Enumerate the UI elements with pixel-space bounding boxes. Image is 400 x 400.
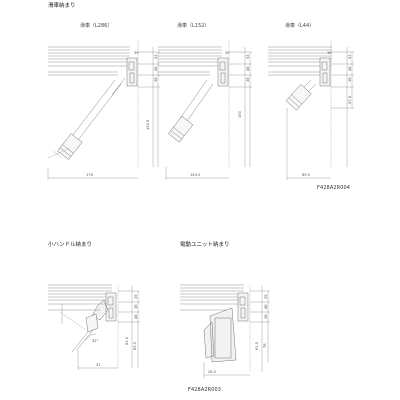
dim-l152-d1: 39 bbox=[225, 51, 230, 55]
section-title-pulley: 滑車納まり bbox=[48, 3, 76, 9]
dim-l152-d4: 53 bbox=[246, 54, 250, 59]
dim-l152-width: 140.5 bbox=[190, 173, 200, 177]
variant-label-l286: 滑車（L286） bbox=[80, 23, 113, 29]
dim-l44-d2: 38 bbox=[348, 77, 352, 82]
dim-handle-width: 31 bbox=[96, 363, 101, 367]
dim-l286-width: 176 bbox=[86, 173, 94, 177]
dim-handle-height2: 83.5 bbox=[133, 342, 137, 350]
dim-handle-d2: 38 bbox=[134, 304, 138, 309]
dim-l286-d3: 48 bbox=[154, 66, 158, 71]
dim-l286-height: 190.5 bbox=[146, 120, 150, 130]
drawing-small-handle bbox=[48, 284, 140, 370]
dim-handle-d1: 39 bbox=[134, 294, 138, 299]
section-title-electric-unit: 電動ユニット納まり bbox=[180, 242, 230, 248]
dim-l44-width: 89.5 bbox=[302, 173, 310, 177]
dim-l44-d1: 39 bbox=[327, 51, 332, 55]
dim-electric-d2: 48 bbox=[264, 304, 268, 309]
dim-l152-height: 190 bbox=[238, 110, 242, 118]
dim-l44-d3: 48 bbox=[348, 66, 352, 71]
dim-l286-d2: 38 bbox=[154, 77, 158, 82]
variant-label-l152: 滑車（L152） bbox=[177, 23, 210, 29]
dim-electric-height2: 76 bbox=[263, 343, 267, 348]
dim-handle-height1: 61.5 bbox=[125, 337, 129, 345]
section-title-small-handle: 小ハンドル納まり bbox=[48, 242, 93, 248]
variant-label-l44: 滑車（L44） bbox=[285, 23, 315, 29]
drawing-pulley-l44 bbox=[268, 40, 354, 180]
dim-handle-d3: 48 bbox=[134, 314, 138, 319]
dim-handle-angle: 32° bbox=[92, 339, 99, 343]
drawing-electric-unit bbox=[180, 284, 270, 378]
dim-electric-width: 28.5 bbox=[208, 370, 216, 374]
drawing-pulley-l286 bbox=[47, 40, 160, 180]
dim-l286-d4: 53 bbox=[154, 54, 158, 59]
drawing-code-bottom: F428A2R003 bbox=[188, 387, 222, 393]
dim-l44-d4: 53 bbox=[348, 54, 352, 59]
dim-electric-d3: 38 bbox=[264, 314, 268, 319]
drawing-code-top: F428A2R004 bbox=[317, 185, 351, 191]
dim-l152-d3: 48 bbox=[246, 66, 250, 71]
drawing-pulley-l152 bbox=[158, 40, 252, 180]
dim-electric-height1: 61.5 bbox=[255, 342, 259, 350]
dim-electric-d1: 39 bbox=[264, 294, 268, 299]
dim-l152-d2: 38 bbox=[246, 77, 250, 82]
dim-l44-height: 57.5 bbox=[348, 96, 352, 104]
dim-l286-d1: 39 bbox=[134, 51, 139, 55]
